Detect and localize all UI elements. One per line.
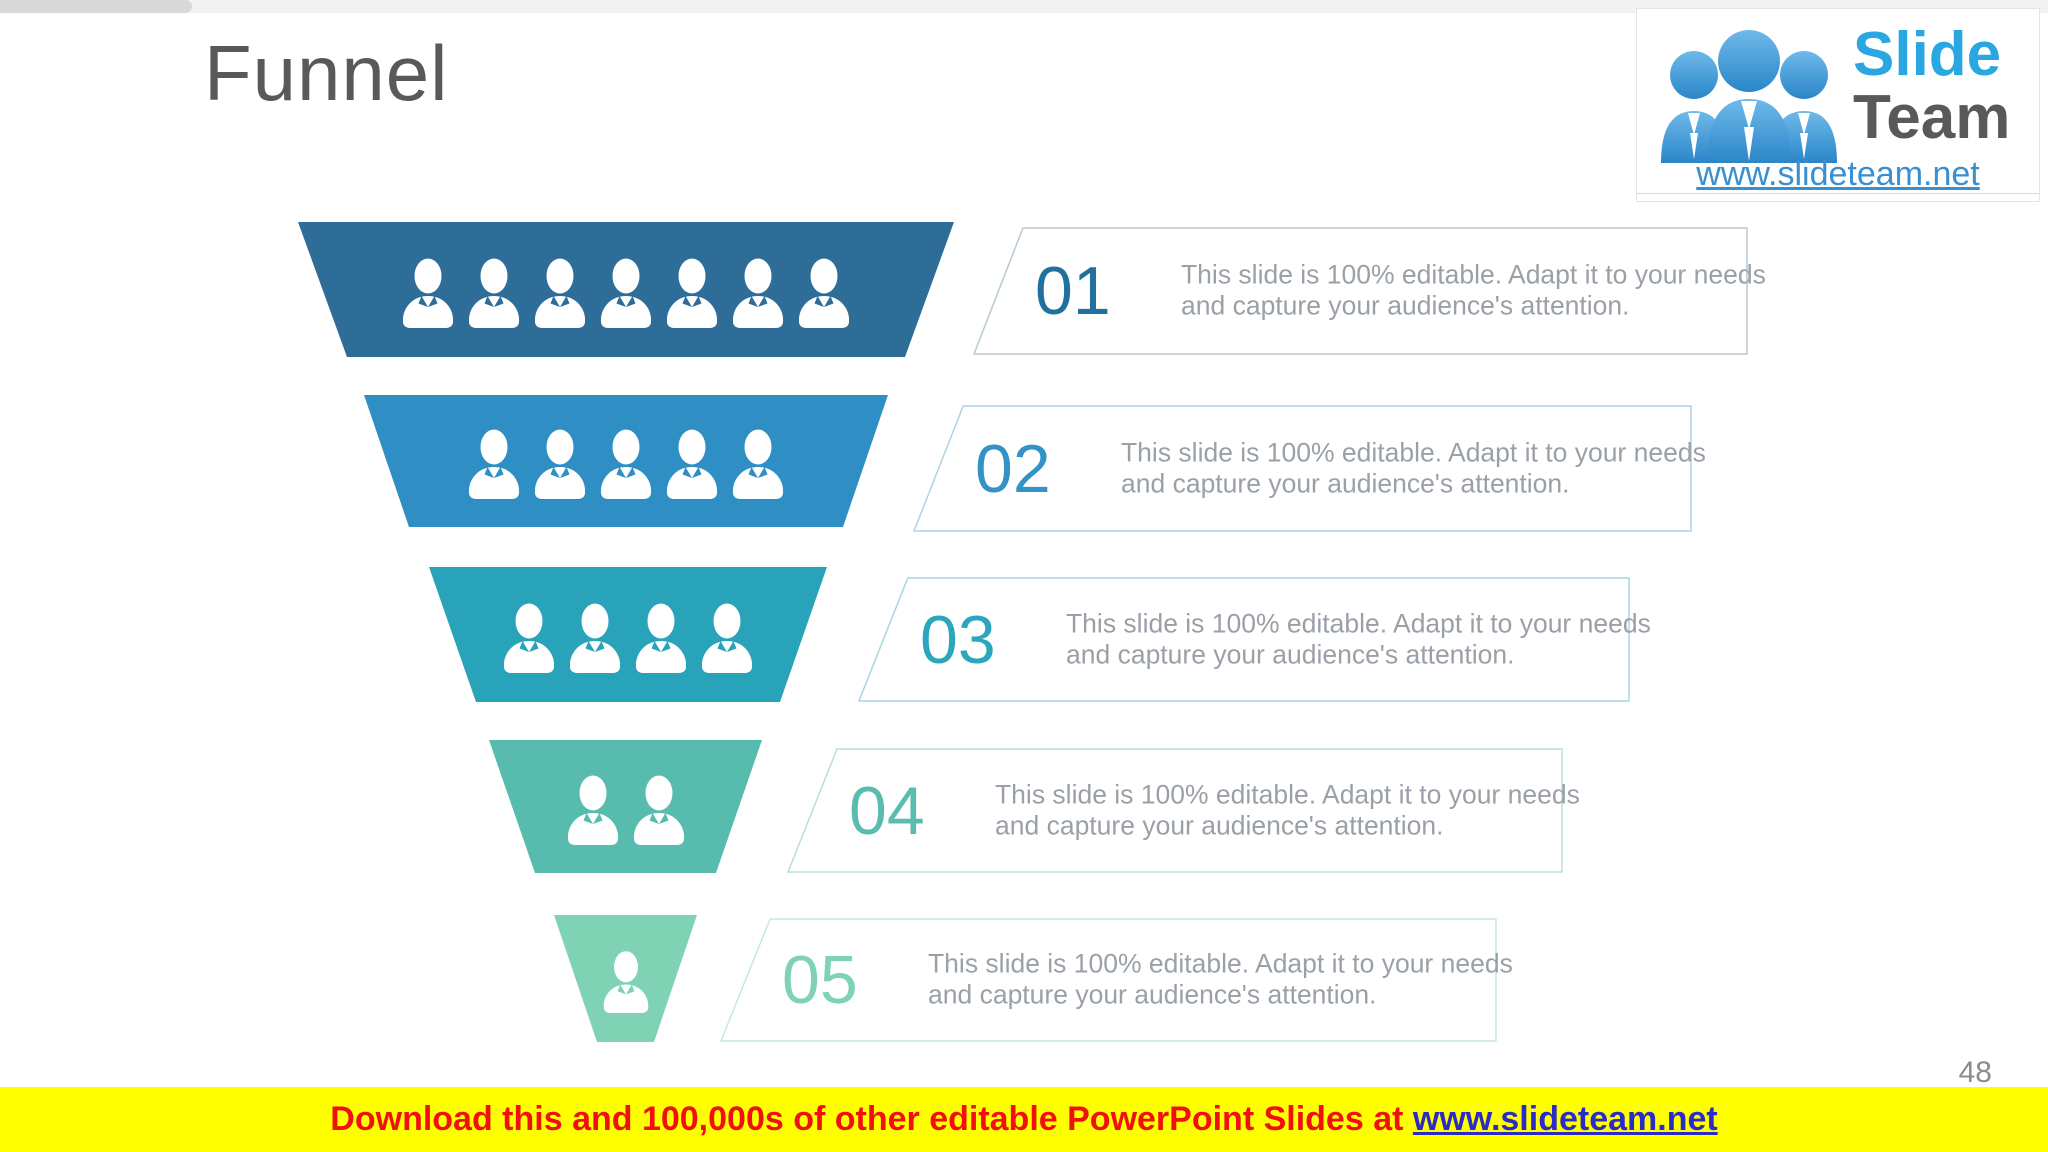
- three-people-icon: [1661, 30, 1837, 163]
- logo-word-team: Team: [1853, 83, 2011, 153]
- top-progress-track: [0, 0, 2048, 13]
- person-icon: [532, 427, 588, 499]
- person-icon: [601, 949, 651, 1013]
- funnel-level-4: [489, 740, 762, 873]
- step-number: 02: [975, 430, 1051, 507]
- callout-step-3: 03 This slide is 100% editable. Adapt it…: [858, 577, 1651, 702]
- page-number: 48: [1958, 1056, 1992, 1089]
- download-banner-text: Download this and 100,000s of other edit…: [330, 1100, 1413, 1138]
- person-icon: [567, 601, 623, 673]
- callout-step-4: 04 This slide is 100% editable. Adapt it…: [787, 748, 1580, 873]
- download-banner-link[interactable]: www.slideteam.net: [1412, 1100, 1718, 1138]
- funnel-level-2: [364, 395, 888, 527]
- funnel-level-1-people: [298, 222, 954, 357]
- person-icon: [796, 256, 852, 328]
- download-banner: Download this and 100,000s of other edit…: [0, 1087, 2048, 1152]
- person-icon: [664, 256, 720, 328]
- person-icon: [400, 256, 456, 328]
- step-description: This slide is 100% editable. Adapt it to…: [1181, 259, 1766, 321]
- funnel-level-5-people: [554, 915, 697, 1042]
- person-icon: [466, 427, 522, 499]
- logo-word-slide: Slide: [1853, 20, 2002, 89]
- step-description: This slide is 100% editable. Adapt it to…: [1121, 437, 1706, 499]
- callout-shape: [720, 918, 1497, 1042]
- funnel-level-1: [298, 222, 954, 357]
- step-number: 05: [782, 942, 858, 1018]
- person-icon: [730, 256, 786, 328]
- person-icon: [699, 601, 755, 673]
- person-icon: [598, 256, 654, 328]
- funnel-level-3-people: [429, 567, 827, 702]
- callout-shape: [973, 227, 1748, 355]
- top-progress-bar: [0, 0, 192, 13]
- funnel-level-4-people: [489, 740, 762, 873]
- slide-title: Funnel: [204, 29, 449, 117]
- funnel-level-2-people: [364, 395, 888, 527]
- step-description: This slide is 100% editable. Adapt it to…: [928, 948, 1513, 1010]
- step-number: 03: [920, 601, 996, 678]
- person-icon: [565, 773, 621, 845]
- step-number: 04: [849, 772, 925, 849]
- step-description: This slide is 100% editable. Adapt it to…: [1066, 608, 1651, 670]
- person-icon: [633, 601, 689, 673]
- slideteam-url-link[interactable]: www.slideteam.net: [1696, 155, 1980, 193]
- callout-shape: [858, 577, 1630, 702]
- callout-step-2: 02 This slide is 100% editable. Adapt it…: [913, 405, 1706, 532]
- person-icon: [664, 427, 720, 499]
- logo-divider: [1637, 193, 2039, 194]
- funnel-level-3: [429, 567, 827, 702]
- slideteam-logo: Slide Team www.slideteam.net: [1636, 8, 2040, 202]
- person-icon: [501, 601, 557, 673]
- callout-step-5: 05 This slide is 100% editable. Adapt it…: [720, 918, 1513, 1042]
- step-description: This slide is 100% editable. Adapt it to…: [995, 779, 1580, 841]
- funnel-level-5: [554, 915, 697, 1042]
- logo-wordmark: Slide Team: [1853, 20, 2011, 153]
- person-icon: [730, 427, 786, 499]
- callout-shape: [913, 405, 1692, 532]
- step-number: 01: [1035, 253, 1111, 329]
- callout-step-1: 01 This slide is 100% editable. Adapt it…: [973, 227, 1766, 355]
- person-icon: [631, 773, 687, 845]
- person-icon: [532, 256, 588, 328]
- person-icon: [598, 427, 654, 499]
- person-icon: [466, 256, 522, 328]
- callout-shape: [787, 748, 1563, 873]
